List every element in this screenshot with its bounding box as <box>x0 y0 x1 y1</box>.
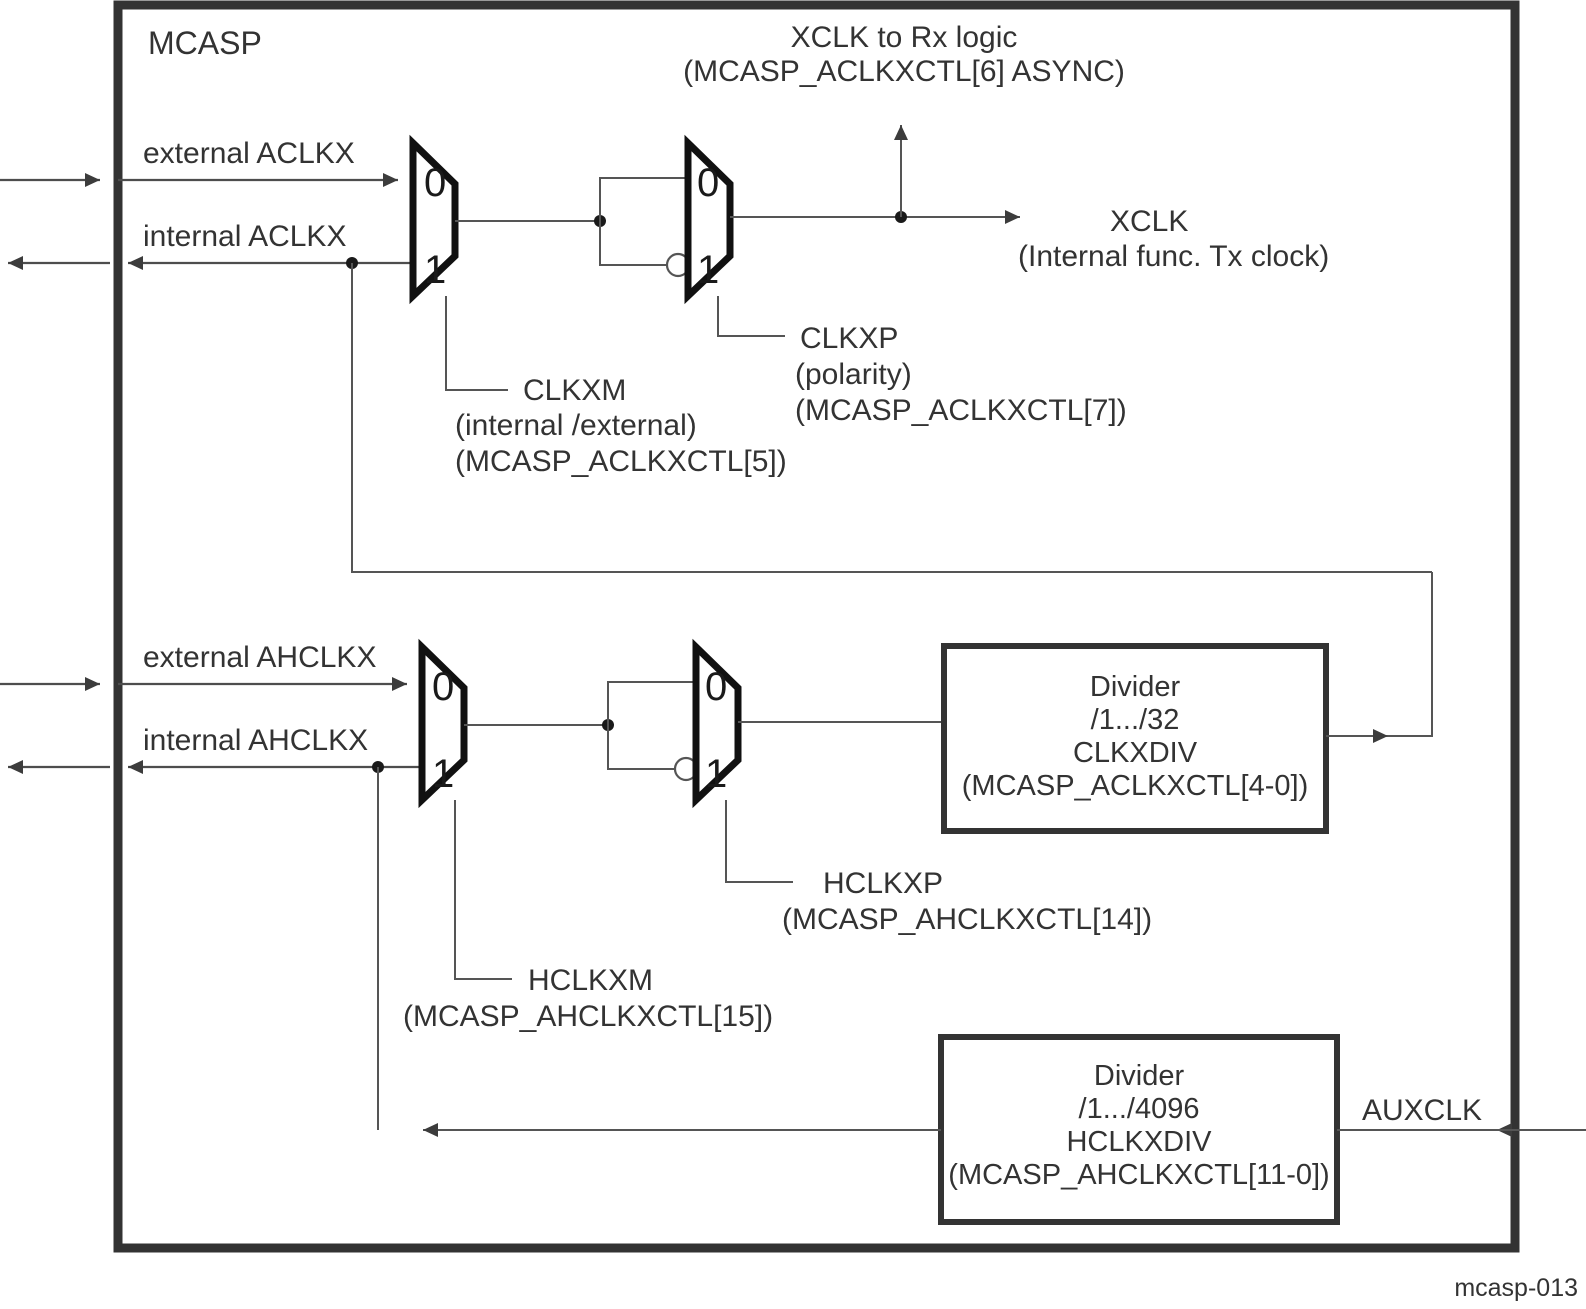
aclkx-polarity-inverted-branch <box>599 221 668 266</box>
ahclkx-polarity-mux-port-0: 0 <box>705 665 727 709</box>
page-title: MCASP <box>148 25 262 61</box>
aclkx-source-mux-port-1: 1 <box>424 248 446 292</box>
figure-caption: mcasp-013 <box>1454 1274 1578 1302</box>
xclk-to-rx-label-line2: (MCASP_ACLKXCTL[6] ASYNC) <box>683 55 1125 88</box>
aclkx-polarity-mux[interactable] <box>684 134 734 305</box>
ahclkx-polarity-mux-port-1: 1 <box>705 752 727 796</box>
external-ahclkx-label: external AHCLKX <box>143 641 376 674</box>
hclkxdiv-line3: HCLKXDIV <box>1066 1126 1212 1158</box>
hclkxdiv-line4: (MCASP_AHCLKXCTL[11-0]) <box>948 1159 1329 1191</box>
clkxdiv-line2: /1.../32 <box>1091 704 1180 736</box>
aclkx-source-mux[interactable] <box>409 134 459 305</box>
hclkxm-label: HCLKXM <box>528 964 653 997</box>
internal-ahclkx-label: internal AHCLKX <box>143 724 368 757</box>
clkxdiv-line1: Divider <box>1090 671 1181 703</box>
clkxm-label: CLKXM <box>523 374 626 407</box>
clkxdiv-line3: CLKXDIV <box>1073 737 1198 769</box>
clkxp-label: CLKXP <box>800 322 898 355</box>
clkxp-register: (MCASP_ACLKXCTL[7]) <box>795 394 1127 427</box>
ahclkx-polarity-true-branch <box>607 681 696 725</box>
internal-aclkx-label: internal ACLKX <box>143 220 346 253</box>
aclkx-polarity-true-branch <box>599 177 688 221</box>
clkxm-select-callout-line <box>445 296 508 391</box>
auxclk-label: AUXCLK <box>1362 1094 1482 1127</box>
ahclkx-source-mux[interactable] <box>418 638 468 809</box>
hclkxp-register: (MCASP_AHCLKXCTL[14]) <box>782 903 1152 936</box>
xclk-to-rx-label-line1: XCLK to Rx logic <box>791 21 1018 54</box>
aclkx-feedback-path <box>351 263 1432 573</box>
clkxdiv-line4: (MCASP_ACLKXCTL[4-0]) <box>962 770 1309 802</box>
hclkxdiv-line2: /1.../4096 <box>1079 1093 1200 1125</box>
clkxp-select-callout-line <box>717 296 785 337</box>
ahclkx-polarity-inverted-branch <box>607 725 676 770</box>
ahclkx-polarity-mux[interactable] <box>692 638 742 809</box>
hclkxdiv-line1: Divider <box>1094 1060 1185 1092</box>
hclkxp-select-callout-line <box>725 800 793 883</box>
clkxdiv-divider-box <box>941 643 1329 834</box>
aclkx-source-mux-port-0: 0 <box>424 161 446 205</box>
clkxp-desc: (polarity) <box>795 358 912 391</box>
xclk-label-line2: (Internal func. Tx clock) <box>1018 240 1329 273</box>
external-aclkx-label: external ACLKX <box>143 137 355 170</box>
clkxm-register: (MCASP_ACLKXCTL[5]) <box>455 445 787 478</box>
mcasp-boundary <box>113 0 1520 1253</box>
ahclkx-source-mux-port-1: 1 <box>432 752 454 796</box>
clkxdiv-feedback-riser <box>1388 572 1433 737</box>
aclkx-polarity-mux-port-1: 1 <box>697 248 719 292</box>
clkxm-desc: (internal /external) <box>455 409 697 442</box>
hclkxm-register: (MCASP_AHCLKXCTL[15]) <box>403 1000 773 1033</box>
xclk-label-line1: XCLK <box>1110 205 1188 238</box>
aclkx-polarity-mux-port-0: 0 <box>697 161 719 205</box>
hclkxm-select-callout-line <box>454 800 512 980</box>
ahclkx-source-mux-port-0: 0 <box>432 665 454 709</box>
hclkxp-label: HCLKXP <box>823 867 943 900</box>
